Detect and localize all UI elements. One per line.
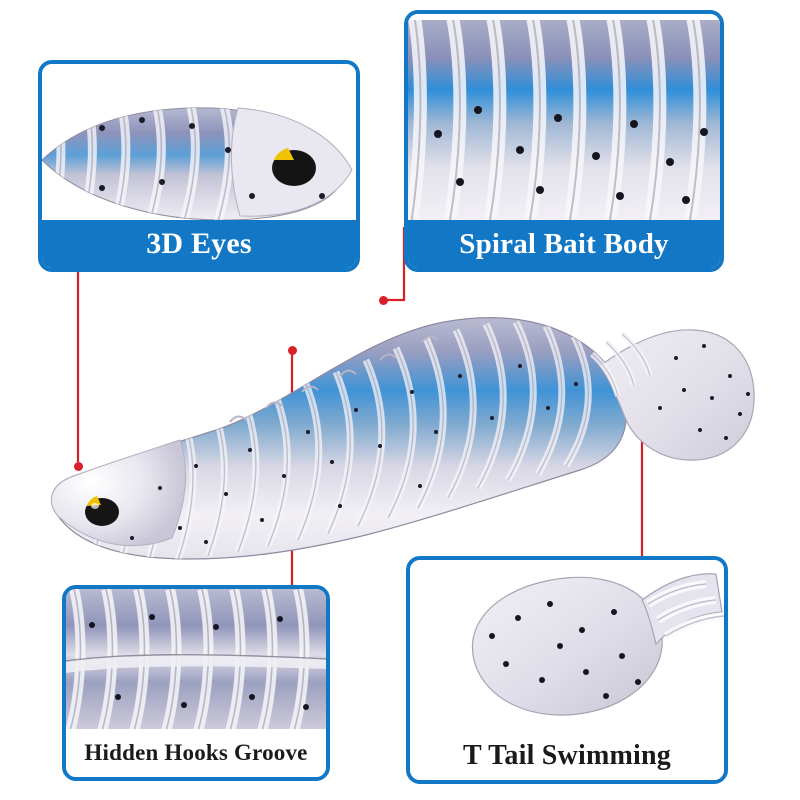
callout-photo-3d-eyes — [42, 64, 356, 224]
callout-photo-t-tail-swimming — [410, 560, 724, 728]
main-lure-illustration — [40, 280, 780, 570]
pointer-dot-groove — [288, 346, 297, 355]
pointer-dot-body — [379, 296, 388, 305]
callout-label-hidden-hooks-groove: Hidden Hooks Groove — [66, 729, 326, 777]
callout-panel-hidden-hooks-groove: Hidden Hooks Groove — [62, 585, 330, 781]
callout-label-3d-eyes: 3D Eyes — [42, 220, 356, 268]
callout-panel-spiral-bait-body: Spiral Bait Body — [404, 10, 724, 272]
callout-label-spiral-bait-body: Spiral Bait Body — [408, 220, 720, 268]
callout-photo-hidden-hooks-groove — [66, 589, 326, 729]
callout-label-t-tail-swimming: T Tail Swimming — [410, 732, 724, 780]
callout-panel-3d-eyes: 3D Eyes — [38, 60, 360, 272]
callout-panel-t-tail-swimming: T Tail Swimming — [406, 556, 728, 784]
callout-photo-spiral-bait-body — [408, 14, 720, 224]
pointer-dot-eye — [74, 462, 83, 471]
